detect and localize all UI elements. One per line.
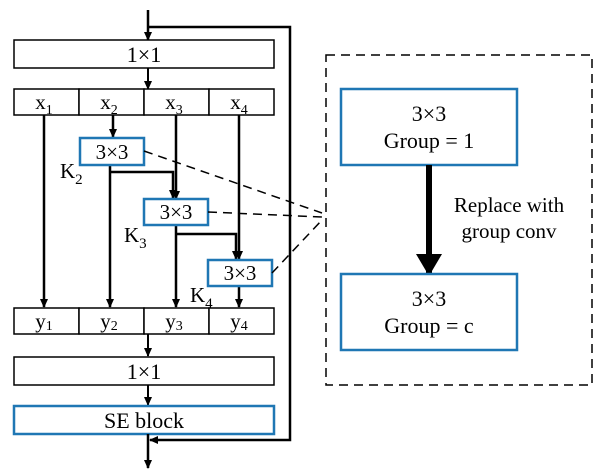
bottom-conv-label: 1×1 xyxy=(127,359,161,384)
group-1-line2: Group = 1 xyxy=(384,128,475,153)
k2-label: K2 xyxy=(60,159,83,188)
group-1-box: 3×3 Group = 1 xyxy=(339,87,519,167)
output-cell-1 xyxy=(13,307,80,335)
conv-3x3-k4: 3×3 xyxy=(206,258,274,288)
output-y4: y4 xyxy=(230,309,248,334)
output-cell-3 xyxy=(143,307,210,335)
output-cell-4 xyxy=(208,307,275,335)
conv-3x3-k2: 3×3 xyxy=(78,136,146,167)
input-cell-2 xyxy=(78,88,145,116)
conv-k2-label: 3×3 xyxy=(96,140,129,164)
output-y2: y2 xyxy=(100,309,118,334)
inputs-row: x1 x2 x3 x4 xyxy=(13,88,275,118)
input-x4: x4 xyxy=(230,90,248,118)
input-cell-1 xyxy=(13,88,80,116)
se-block-label: SE block xyxy=(104,408,184,433)
conv1-to-conv2-arrow xyxy=(110,170,177,199)
group-c-line1: 3×3 xyxy=(412,286,446,311)
right-panel-frame xyxy=(325,54,593,386)
callout-k2 xyxy=(143,150,323,214)
output-cell-2 xyxy=(78,307,145,335)
top-conv-label: 1×1 xyxy=(127,42,161,67)
skip-connection xyxy=(148,25,292,444)
top-conv-box xyxy=(13,39,275,69)
se-block-box xyxy=(12,404,276,436)
group-c-line2: Group = c xyxy=(384,313,474,338)
replace-label-line2: group conv xyxy=(461,219,557,243)
callout-k3 xyxy=(207,211,323,218)
conv2-to-conv3-arrow xyxy=(176,232,240,260)
callout-k4 xyxy=(271,219,323,274)
group-1-line1: 3×3 xyxy=(412,101,446,126)
input-cell-4 xyxy=(208,88,275,116)
outputs-row: y1 y2 y3 y4 xyxy=(13,307,275,335)
conv-k4-label: 3×3 xyxy=(224,261,257,285)
input-x3: x3 xyxy=(165,90,183,118)
group-c-box: 3×3 Group = c xyxy=(339,272,519,352)
replace-label-line1: Replace with xyxy=(454,193,565,217)
conv-3x3-k3: 3×3 xyxy=(142,197,210,227)
input-x1: x1 xyxy=(35,90,53,118)
input-x2: x2 xyxy=(100,90,118,118)
bottom-conv-box xyxy=(13,356,275,386)
output-y1: y1 xyxy=(35,309,53,334)
k3-label: K3 xyxy=(124,223,147,252)
conv-k3-label: 3×3 xyxy=(160,200,193,224)
k4-label: K4 xyxy=(190,283,213,312)
output-y3: y3 xyxy=(165,309,183,334)
